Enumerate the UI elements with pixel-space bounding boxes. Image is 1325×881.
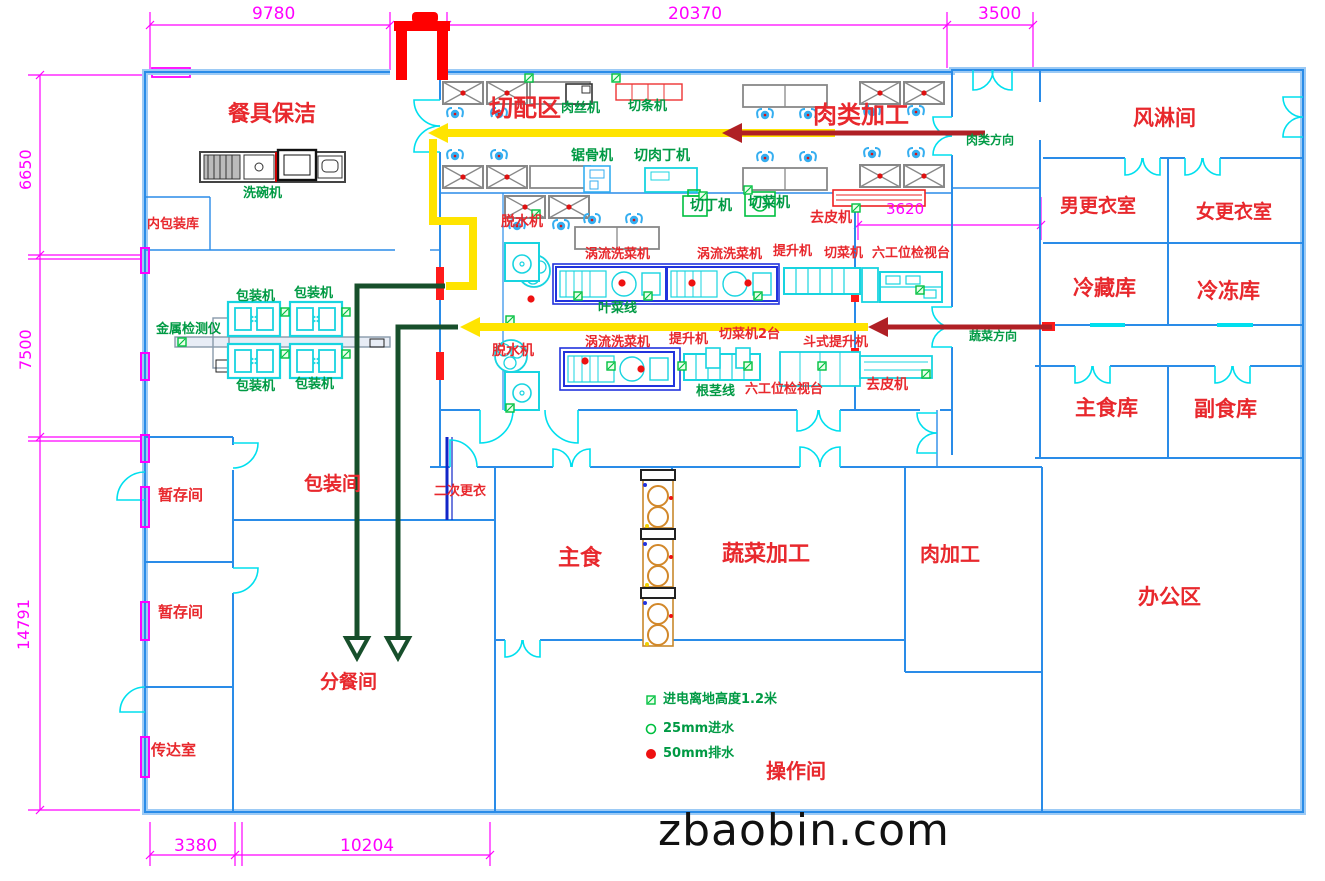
dim-top-9780: 9780	[252, 4, 296, 24]
leaf-line-frame	[552, 263, 780, 305]
room-label-meat-processing: 肉类加工	[813, 101, 909, 129]
room-label-womens-changing: 女更衣室	[1196, 201, 1273, 223]
equip-label-peeler-bottom: 去皮机	[866, 377, 908, 393]
room-label-freezer: 冷冻库	[1197, 279, 1260, 303]
equip-label-peeler-top: 去皮机	[810, 210, 852, 226]
peeler-top-machine	[832, 189, 926, 207]
equip-label-veg-cutter-top: 切菜机	[748, 195, 790, 211]
strip-cutter-machine	[615, 83, 683, 101]
dim-left-7500: 7500	[16, 329, 35, 370]
room-label-packaging-room: 包装间	[304, 473, 362, 495]
legend-drain: 50mm排水	[663, 746, 735, 761]
entrance-gate	[394, 12, 450, 80]
dim-top-20370: 20370	[668, 4, 723, 24]
equip-label-dehydrator-1: 脱水机	[501, 214, 543, 230]
dim-inner-3620: 3620	[886, 200, 925, 218]
room-label-inner-packaging: 内包装库	[147, 217, 200, 232]
drain-symbol	[646, 749, 656, 759]
dim-bottom-3380: 3380	[174, 836, 218, 856]
equipment-shapes	[174, 73, 945, 705]
equip-label-metal-detector: 金属检测仪	[156, 322, 222, 337]
walls	[142, 67, 1306, 815]
dim-left-6650: 6650	[16, 149, 35, 190]
room-label-staple-storage: 主食库	[1075, 396, 1138, 420]
equip-label-dishwasher: 洗碗机	[243, 186, 283, 201]
equip-label-meat-dicer: 切肉丁机	[634, 148, 690, 164]
flow-label-vegetable-direction: 蔬菜方向	[969, 329, 1018, 343]
equip-label-elevator-1: 提升机	[773, 244, 813, 259]
watermark-text: zbaobin.com	[658, 805, 950, 856]
equip-label-packer-3: 包装机	[236, 379, 276, 394]
room-label-staple-room: 主食	[558, 546, 603, 571]
equip-label-vortex-washer-2: 涡流洗菜机	[697, 247, 763, 262]
equip-label-packer-4: 包装机	[295, 377, 335, 392]
equip-label-vortex-washer-1: 涡流洗菜机	[585, 247, 651, 262]
room-label-cold-storage: 冷藏库	[1073, 276, 1136, 300]
equip-label-inspection-1: 六工位检视台	[872, 246, 951, 261]
dim-left-14791: 14791	[14, 599, 33, 650]
dishwasher-machine	[199, 148, 346, 183]
equip-label-bone-saw: 锯骨机	[571, 148, 613, 164]
room-label-air-shower: 风淋间	[1133, 106, 1196, 130]
equip-label-vortex-washer-3: 涡流洗菜机	[585, 335, 651, 350]
legend-symbols	[645, 723, 657, 759]
bone-saw-machine	[583, 165, 611, 193]
room-label-office: 办公区	[1138, 585, 1201, 609]
legend-water-inlet: 25mm进水	[663, 721, 735, 736]
flow-arrows	[342, 123, 1052, 663]
equip-label-strip-cutter: 切条机	[628, 99, 668, 114]
flow-label-meat-direction: 肉类方向	[966, 133, 1015, 147]
room-label-temp-storage-1: 暂存间	[158, 486, 204, 504]
room-label-meat-room: 肉加工	[920, 542, 980, 566]
room-label-cutting-area: 切配区	[489, 94, 561, 122]
equip-label-packer-1: 包装机	[236, 289, 276, 304]
meat-shredder-machine	[565, 83, 593, 105]
room-label-temp-storage-2: 暂存间	[158, 603, 204, 621]
equip-label-dehydrator-2: 脱水机	[492, 343, 534, 359]
room-label-side-food-storage: 副食库	[1194, 397, 1257, 421]
room-label-mens-changing: 男更衣室	[1060, 195, 1137, 217]
room-label-reception: 传达室	[151, 741, 197, 759]
dimension-lines	[28, 12, 1046, 866]
room-label-operation-room: 操作间	[766, 759, 826, 783]
equip-label-packer-2: 包装机	[294, 286, 334, 301]
veg-cutter-top-machine	[744, 191, 776, 217]
dim-top-3500: 3500	[978, 4, 1022, 24]
equip-label-veg-cutter-line: 切菜机	[824, 246, 864, 261]
water-inlet-symbol	[645, 723, 657, 735]
equip-label-inspection-2: 六工位检视台	[745, 382, 824, 397]
room-label-second-changing: 二次更衣	[434, 484, 487, 499]
room-label-meal-distribution: 分餐间	[320, 671, 378, 693]
room-label-tableware-cleaning: 餐具保洁	[228, 102, 317, 127]
dim-bottom-10204: 10204	[340, 836, 395, 856]
equip-label-meat-shredder: 肉丝机	[561, 101, 601, 116]
equip-label-veg-cutter-2units: 切菜机2台	[719, 327, 781, 342]
line-label-root-veg: 根茎线	[696, 384, 736, 399]
doors	[116, 69, 1304, 713]
meat-dicer-machine	[644, 167, 698, 193]
peeler-bottom-machine	[859, 355, 933, 379]
dicer-machine	[682, 189, 708, 217]
legend-power-height: 进电离地高度1.2米	[663, 692, 778, 707]
equip-label-bucket-elevator: 斗式提升机	[803, 335, 869, 350]
equip-label-elevator-2: 提升机	[669, 332, 709, 347]
line-label-leaf-veg: 叶菜线	[598, 301, 638, 316]
equip-label-dicer: 切丁机	[690, 198, 732, 214]
room-label-vegetable-room: 蔬菜加工	[722, 542, 811, 567]
